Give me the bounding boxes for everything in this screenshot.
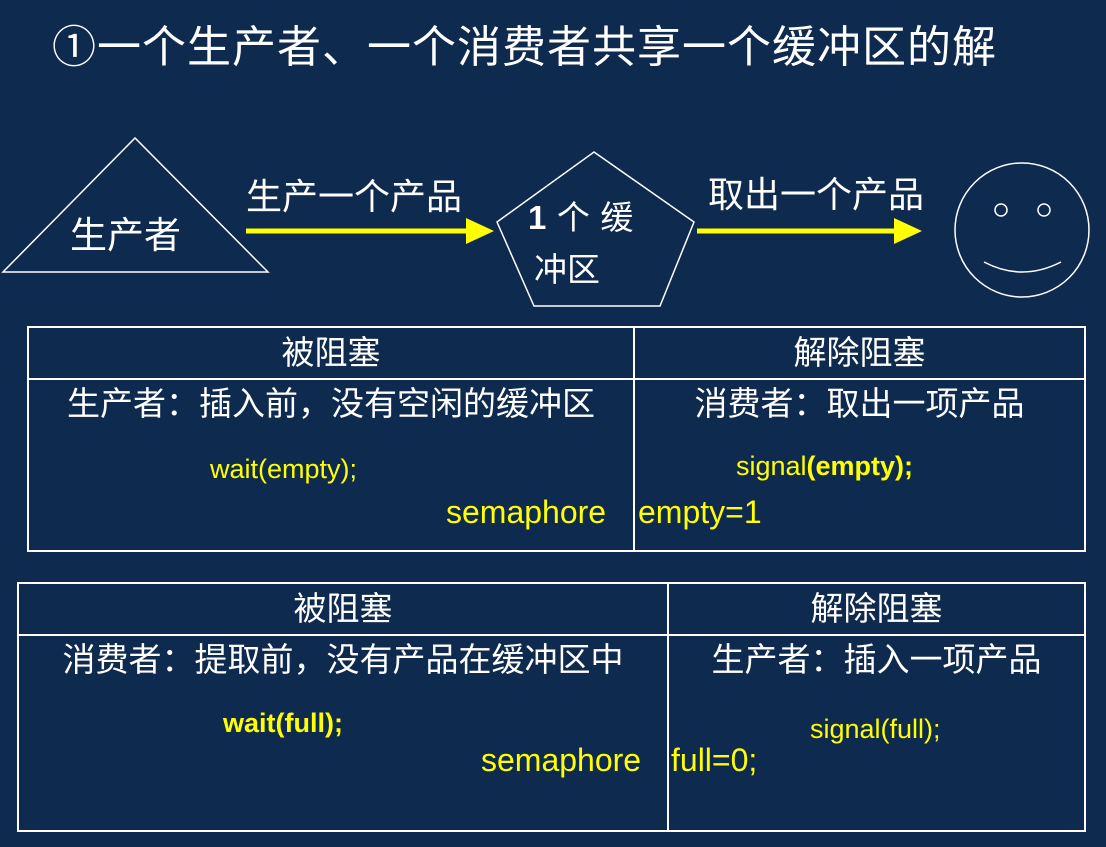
take-product-label: 取出一个产品: [708, 175, 925, 216]
take-arrowhead: [894, 218, 922, 244]
slide-title: ①一个生产者、一个消费者共享一个缓冲区的解: [52, 22, 997, 73]
table2-blocked-text: 消费者：提取前，没有产品在缓冲区中: [62, 640, 624, 679]
table1-blocked-header: 被阻塞: [27, 326, 635, 380]
wait-full-bold: wait(full);: [223, 708, 343, 738]
wait-full-code: wait(full);: [223, 708, 343, 739]
signal-empty-code: signal(empty);: [736, 451, 913, 482]
semaphore-full-keyword: semaphore: [481, 742, 646, 779]
table1-unblock-text: 消费者：取出一项产品: [694, 384, 1025, 423]
table2-unblock-cell: 生产者：插入一项产品: [667, 634, 1086, 832]
buffer-label-line2: 冲区: [534, 250, 600, 289]
buffer-label-line1: 1 个 缓: [528, 191, 633, 239]
buffer-label-text: 个 缓: [556, 198, 634, 237]
table2-unblock-text: 生产者：插入一项产品: [711, 640, 1042, 679]
wait-empty-code: wait(empty);: [210, 454, 358, 484]
table2-unblock-header: 解除阻塞: [667, 582, 1086, 636]
signal-empty-arg: (empty);: [806, 451, 914, 481]
table2-blocked-header: 被阻塞: [17, 582, 669, 636]
produce-product-label: 生产一个产品: [246, 177, 463, 218]
empty-semaphore-table: 被阻塞 解除阻塞 生产者：插入前，没有空闲的缓冲区 消费者：取出一项产品: [27, 326, 1086, 552]
smiley-face-icon: [954, 162, 1090, 298]
buffer-count: 1: [528, 199, 547, 236]
buffer-pentagon: [496, 151, 695, 307]
semaphore-full-value: full=0;: [671, 742, 758, 779]
table1-unblock-header: 解除阻塞: [633, 326, 1086, 380]
producer-triangle: [1, 136, 270, 273]
semaphore-empty-value: empty=1: [638, 494, 762, 531]
table1-blocked-cell: 生产者：插入前，没有空闲的缓冲区: [27, 378, 635, 552]
table2-blocked-cell: 消费者：提取前，没有产品在缓冲区中: [17, 634, 669, 832]
producer-label: 生产者: [70, 214, 181, 257]
table1-blocked-text: 生产者：插入前，没有空闲的缓冲区: [67, 384, 595, 423]
semaphore-empty-keyword: semaphore: [446, 494, 611, 531]
full-semaphore-table: 被阻塞 解除阻塞 消费者：提取前，没有产品在缓冲区中 生产者：插入一项产品: [17, 582, 1086, 832]
signal-full-code: signal(full);: [810, 714, 941, 744]
signal-empty-prefix: signal: [736, 451, 807, 481]
produce-arrowhead: [466, 218, 494, 244]
